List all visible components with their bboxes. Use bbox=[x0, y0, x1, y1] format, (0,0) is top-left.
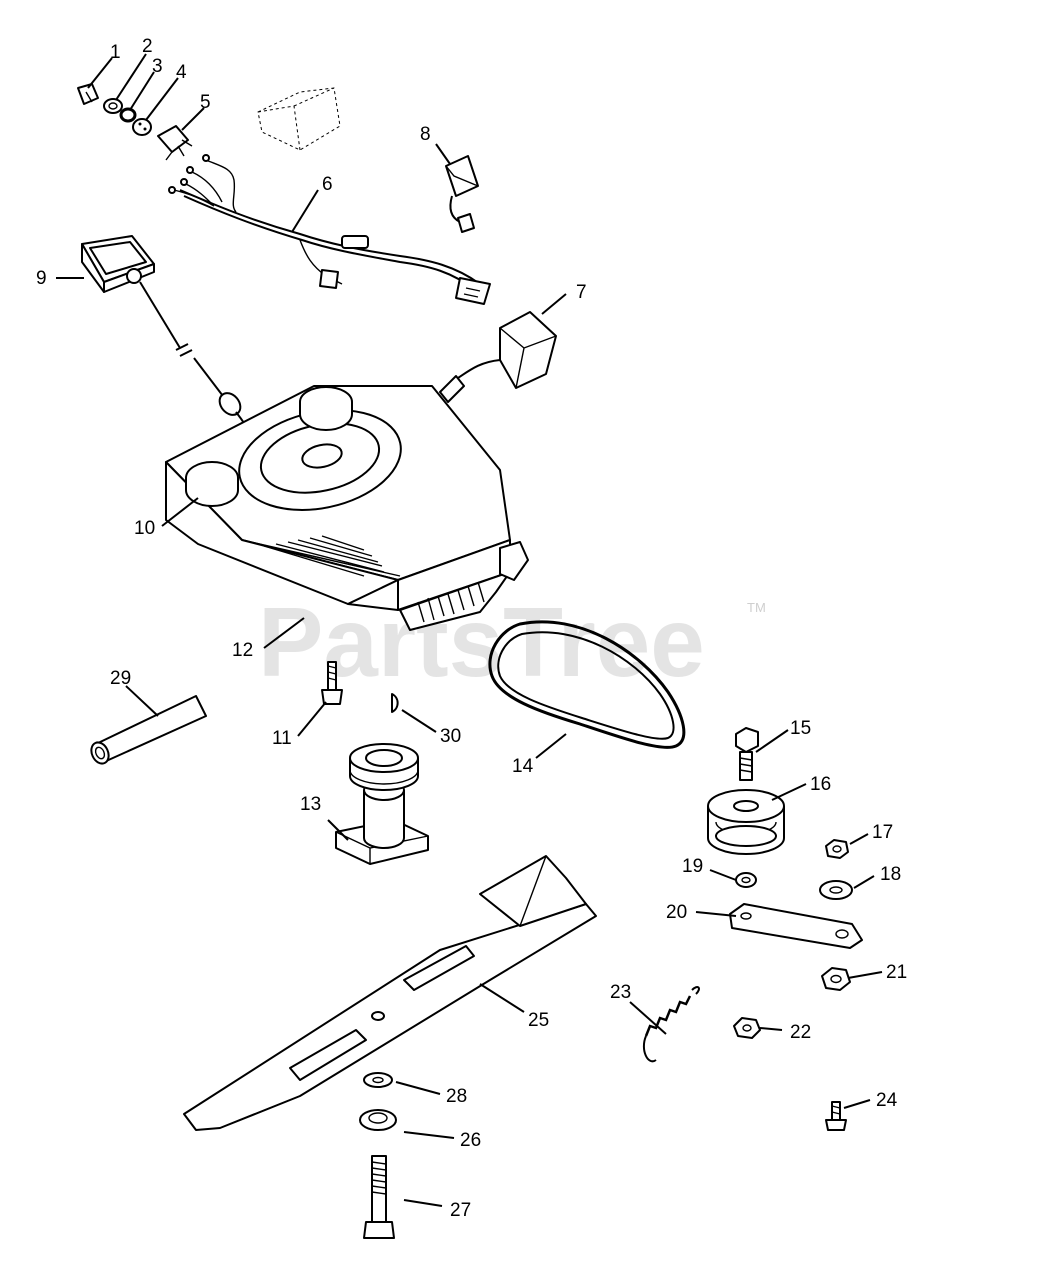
part-29-hose bbox=[90, 695, 207, 765]
part-4-retainer bbox=[132, 118, 152, 136]
part-13-spindle bbox=[335, 743, 429, 865]
part-20-idler-arm bbox=[729, 903, 863, 949]
callout-10: 10 bbox=[134, 518, 155, 539]
callout-12: 12 bbox=[232, 640, 253, 661]
part-5-ignition-switch bbox=[157, 125, 193, 161]
part-30-key bbox=[391, 693, 399, 713]
part-16-idler-pulley bbox=[707, 789, 785, 855]
callout-20: 20 bbox=[666, 902, 687, 923]
watermark-trademark: TM bbox=[747, 600, 766, 615]
part-26-washer bbox=[359, 1109, 397, 1131]
part-19-washer bbox=[735, 872, 757, 888]
part-27-blade-bolt bbox=[363, 1155, 395, 1239]
part-7-regulator bbox=[439, 311, 557, 403]
battery-phantom-outline bbox=[257, 87, 341, 151]
callout-16: 16 bbox=[810, 774, 831, 795]
part-3-washer bbox=[119, 107, 137, 123]
callout-17: 17 bbox=[872, 822, 893, 843]
part-11-bolt bbox=[321, 661, 343, 705]
callout-13: 13 bbox=[300, 794, 321, 815]
callout-8: 8 bbox=[420, 124, 431, 145]
callout-25: 25 bbox=[528, 1010, 549, 1031]
part-25-blade bbox=[183, 855, 597, 1131]
callout-9: 9 bbox=[36, 268, 47, 289]
part-15-bolt bbox=[735, 727, 759, 781]
callout-28: 28 bbox=[446, 1086, 467, 1107]
part-12-engine bbox=[165, 385, 529, 631]
part-1-key bbox=[77, 83, 99, 105]
callout-27: 27 bbox=[450, 1200, 471, 1221]
part-8-module bbox=[445, 155, 479, 233]
part-6-wiring-harness bbox=[168, 154, 491, 305]
callout-1: 1 bbox=[110, 42, 121, 63]
part-14-belt bbox=[488, 620, 686, 749]
callout-4: 4 bbox=[176, 62, 187, 83]
callout-29: 29 bbox=[110, 668, 131, 689]
callout-23: 23 bbox=[610, 982, 631, 1003]
part-9-frame bbox=[81, 235, 155, 293]
callout-11: 11 bbox=[272, 728, 292, 749]
callout-3: 3 bbox=[152, 56, 163, 77]
callout-30: 30 bbox=[440, 726, 461, 747]
callout-18: 18 bbox=[880, 864, 901, 885]
part-2-nut bbox=[103, 98, 123, 114]
callout-6: 6 bbox=[322, 174, 333, 195]
callout-21: 21 bbox=[886, 962, 907, 983]
callout-2: 2 bbox=[142, 36, 153, 57]
callout-7: 7 bbox=[576, 282, 587, 303]
part-24-bolt bbox=[825, 1101, 847, 1131]
part-17-nut bbox=[825, 839, 849, 859]
callout-15: 15 bbox=[790, 718, 811, 739]
part-21-nut bbox=[821, 967, 851, 991]
part-22-nut bbox=[733, 1017, 761, 1039]
leader-lines bbox=[56, 53, 883, 1207]
callout-5: 5 bbox=[200, 92, 211, 113]
part-23-spring bbox=[642, 986, 700, 1063]
callout-19: 19 bbox=[682, 856, 703, 877]
callout-labels: 1 2 3 4 5 6 7 8 9 10 11 12 13 14 15 16 1… bbox=[36, 36, 907, 1221]
part-18-washer bbox=[819, 880, 853, 900]
callout-14: 14 bbox=[512, 756, 534, 777]
callout-24: 24 bbox=[876, 1090, 898, 1111]
part-28-washer bbox=[363, 1072, 393, 1088]
callout-22: 22 bbox=[790, 1022, 811, 1043]
callout-26: 26 bbox=[460, 1130, 481, 1151]
